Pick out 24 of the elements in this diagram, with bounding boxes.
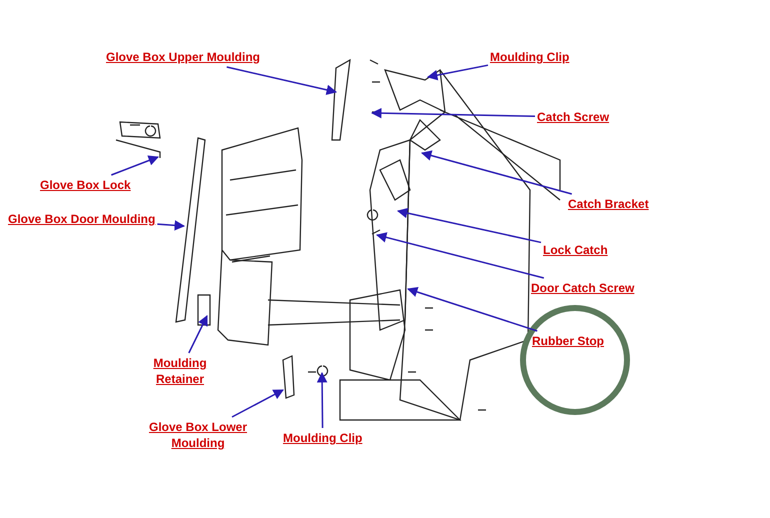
leader-line [188,315,208,354]
leader-line [396,208,542,244]
part-label: Catch Screw [537,109,610,125]
leader-line [407,286,538,332]
part-label: Moulding Clip [283,430,362,446]
part-label: Glove Box Lock [40,177,131,193]
part-label: Moulding Clip [490,49,570,65]
part-label: Glove Box Upper Moulding [106,49,260,65]
leader-line [157,220,186,231]
leader-line [420,150,572,195]
part-label: Rubber Stop [532,333,604,349]
leader-line [370,108,536,118]
part-label: Glove Box Lower Moulding [146,419,250,451]
leader-line [232,389,284,418]
leader-line [316,372,328,428]
part-label: Moulding Retainer [148,355,212,387]
leader-line [376,232,544,279]
leader-line [226,66,338,95]
leader-line [426,64,488,80]
part-label: Door Catch Screw [531,280,634,296]
part-label: Lock Catch [543,242,608,258]
part-label: Glove Box Door Moulding [8,211,156,227]
leader-line [111,156,159,176]
part-label: Catch Bracket [568,196,649,212]
